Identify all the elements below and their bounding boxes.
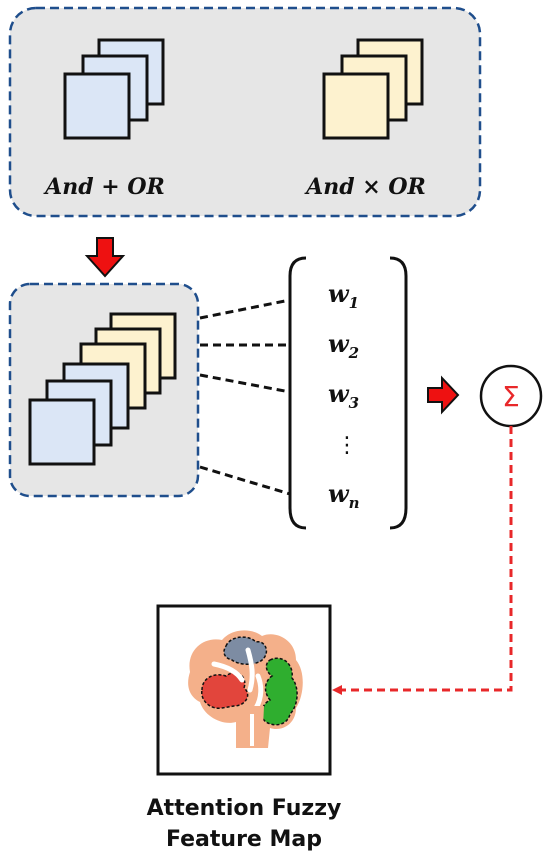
right-arrow-icon xyxy=(427,375,460,415)
combined-feature-stack xyxy=(28,312,177,466)
and-plus-or-label: And + OR xyxy=(43,174,165,200)
down-arrow-icon xyxy=(84,237,126,278)
weight-w3: w3 xyxy=(328,379,359,412)
weight-ellipsis: ⋮ xyxy=(336,433,358,458)
weight-wn: wn xyxy=(328,479,360,512)
blue-feature-stack xyxy=(63,38,165,140)
yellow-feature-stack xyxy=(322,38,424,140)
output-caption-line1: Attention Fuzzy xyxy=(147,796,342,821)
right-brace xyxy=(389,256,408,530)
sum-to-output-arrow xyxy=(332,426,513,695)
weight-w1: w1 xyxy=(328,279,359,312)
weight-connections xyxy=(199,298,291,496)
left-brace xyxy=(288,256,307,530)
brain-icon xyxy=(188,630,303,748)
output-caption-line2: Feature Map xyxy=(166,827,322,852)
weight-w2: w2 xyxy=(328,329,359,362)
and-times-or-label: And × OR xyxy=(304,174,426,200)
sum-symbol: Σ xyxy=(502,380,520,413)
